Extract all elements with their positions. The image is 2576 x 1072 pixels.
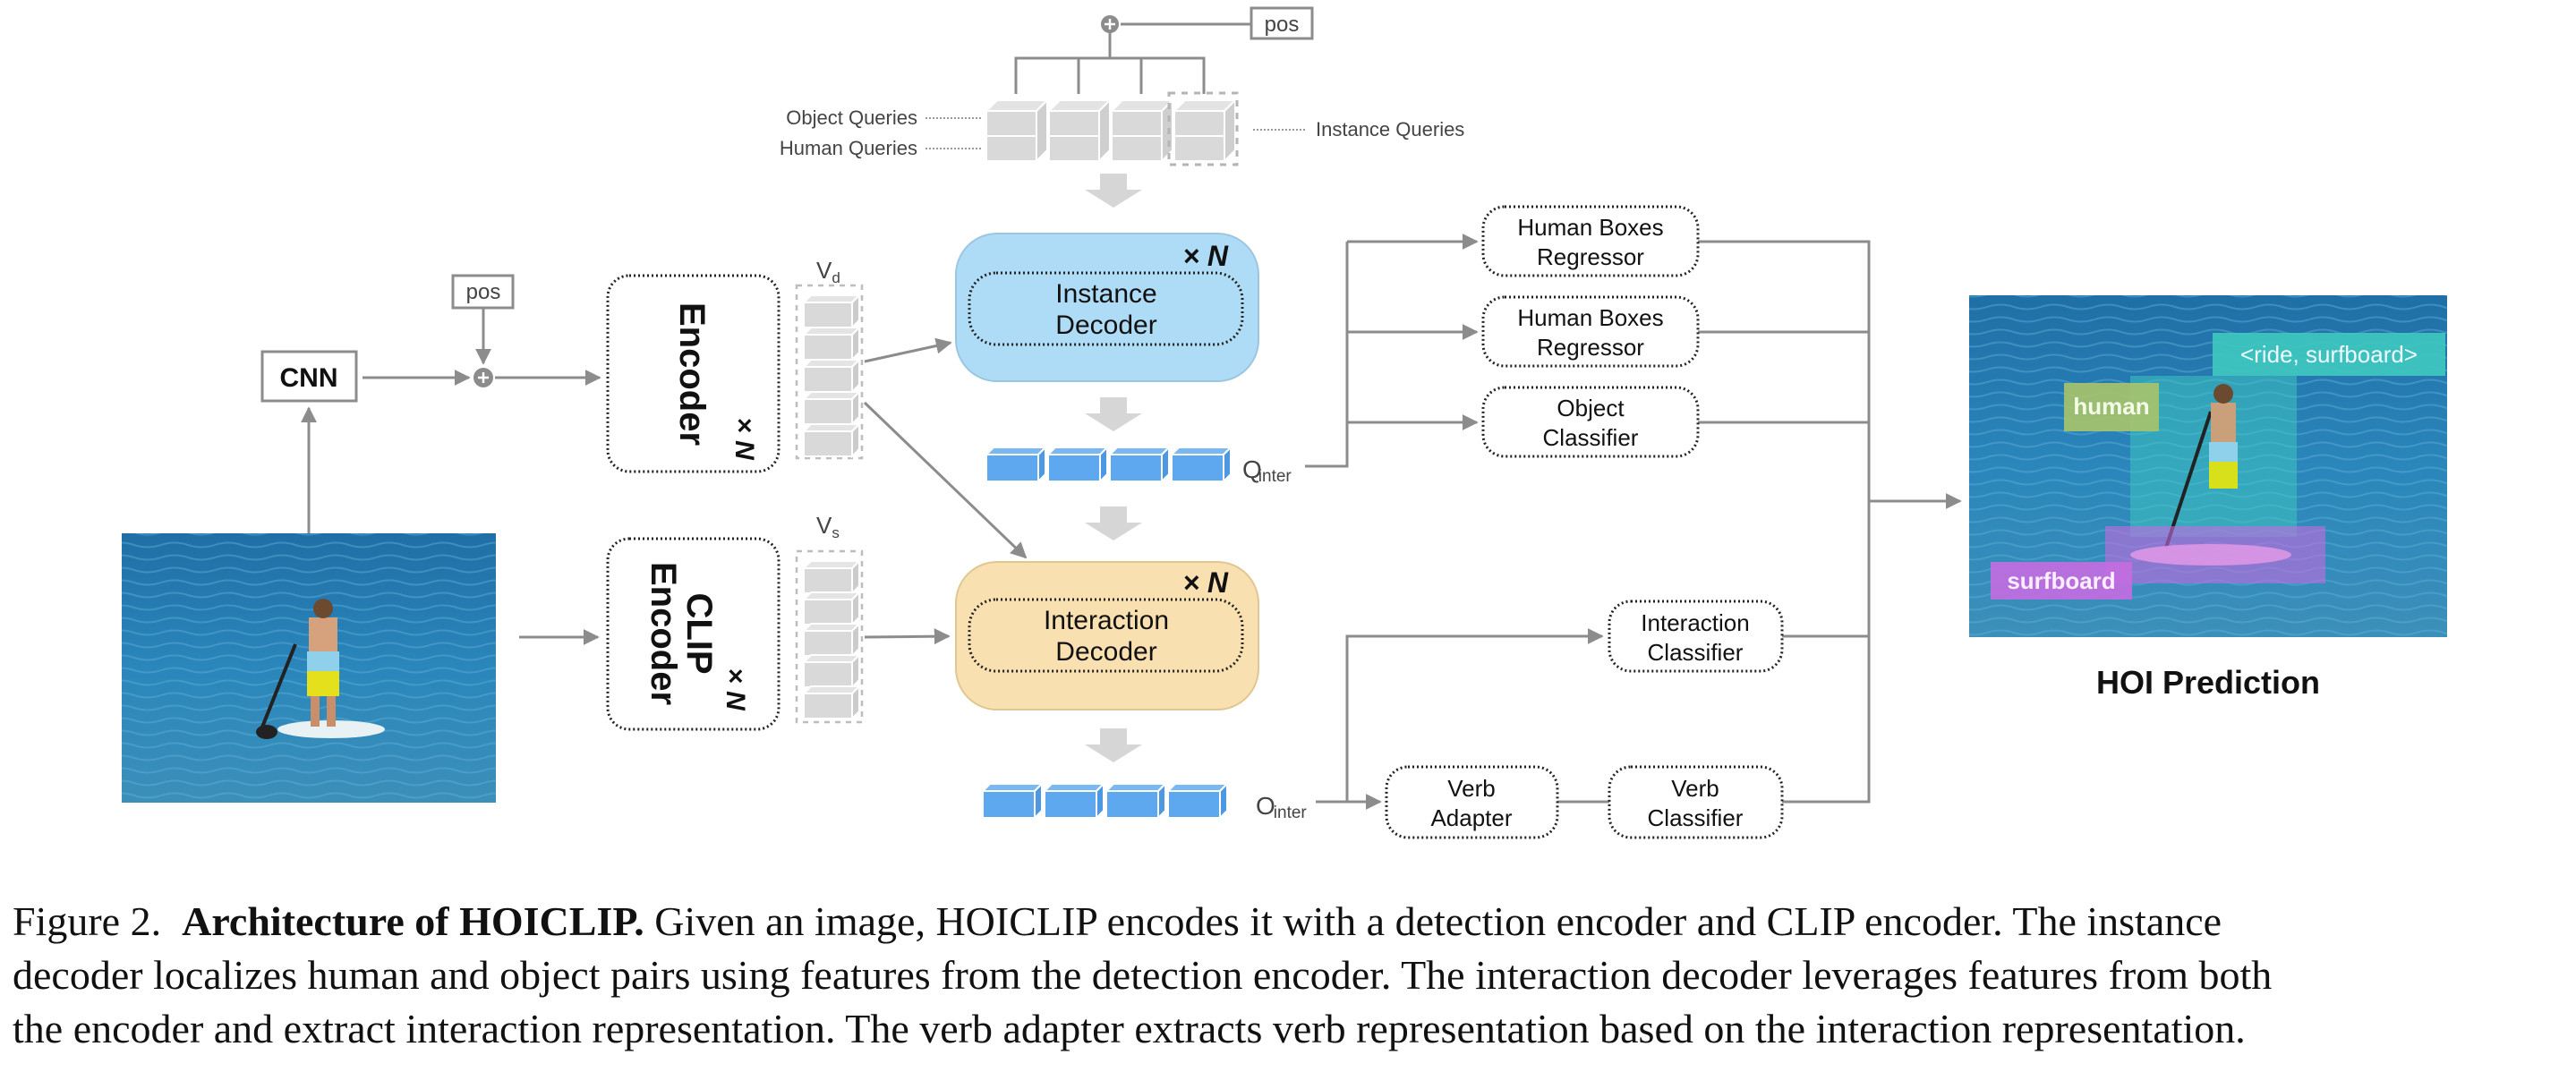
object-label-bg (1991, 562, 2132, 600)
query-cube (1048, 99, 1111, 162)
head-label: Classifier (1543, 424, 1639, 451)
figure-caption: Figure 2. Architecture of HOICLIP. Given… (13, 895, 2572, 1056)
instance-decoder-repeat-label: × N (1182, 240, 1229, 272)
head-verb-adapter: Verb Adapter (1385, 765, 1559, 839)
caption-line-2: decoder localizes human and object pairs… (13, 952, 2273, 998)
vs-label: Vs (816, 512, 840, 541)
caption-prefix: Figure 2. (13, 898, 162, 944)
top-pos-label: pos (1265, 13, 1300, 37)
head-label: Verb (1447, 775, 1496, 802)
query-cube (1111, 99, 1173, 162)
head-label: Classifier (1648, 639, 1744, 666)
interaction-label-bg (2213, 333, 2445, 376)
hoi-prediction-image: <ride, surfboard> human surfboard (1969, 295, 2447, 637)
input-image (122, 533, 496, 803)
instance-queries-bracket (1167, 91, 1239, 166)
human-label: human (2073, 393, 2149, 420)
instance-decoder-label-2: Decoder (1055, 311, 1156, 340)
query-cube (1173, 99, 1236, 162)
head-label: Regressor (1537, 334, 1644, 361)
head-label: Object (1557, 395, 1625, 421)
interaction-decoder-block: × N Interaction Decoder (955, 561, 1259, 710)
clip-encoder-repeat-label: × N (721, 668, 750, 711)
head-human-boxes-regressor-1: Human Boxes Regressor (1481, 205, 1700, 277)
caption-title: Architecture of HOICLIP. (182, 898, 644, 944)
caption-line-3: the encoder and extract interaction repr… (13, 1006, 2246, 1051)
head-interaction-classifier: Interaction Classifier (1608, 600, 1784, 673)
interaction-label: <ride, surfboard> (2240, 341, 2418, 368)
down-arrow-icon (1085, 728, 1142, 762)
instance-decoder-label-1: Instance (1055, 279, 1156, 309)
encoder-repeat-label: × N (729, 417, 759, 461)
top-add-icon (1101, 15, 1119, 33)
cnn-label: CNN (280, 363, 338, 393)
head-label: Interaction (1641, 609, 1749, 636)
q-inter-label: Qinter (1242, 455, 1292, 486)
instance-decoder-block: × N Instance Decoder (955, 233, 1259, 382)
head-label: Adapter (1430, 804, 1512, 831)
head-label: Human Boxes (1517, 304, 1663, 331)
head-label: Verb (1671, 775, 1719, 802)
head-object-classifier: Object Classifier (1481, 386, 1700, 458)
query-cube (985, 99, 1048, 162)
interaction-decoder-label-2: Decoder (1055, 637, 1156, 667)
vd-label: Vd (816, 257, 840, 286)
encoder-label: Encoder (672, 302, 712, 446)
pos-box (451, 274, 515, 310)
head-label: Regressor (1537, 243, 1644, 270)
head-human-boxes-regressor-2: Human Boxes Regressor (1481, 295, 1700, 368)
object-label: surfboard (2007, 567, 2115, 594)
add-icon (473, 368, 493, 387)
head-label: Classifier (1648, 804, 1744, 831)
architecture-diagram: pos Object Queries Human Queries Instanc… (122, 6, 2447, 839)
cnn-box (260, 350, 358, 403)
caption-line-1: Figure 2. Architecture of HOICLIP. Given… (13, 895, 2572, 949)
detection-features: Vd (795, 257, 864, 460)
head-connectors (1305, 234, 1962, 810)
interaction-decoder-repeat-label: × N (1182, 566, 1229, 599)
head-label: Human Boxes (1517, 214, 1663, 241)
o-inter-features: Ointer (982, 783, 1307, 822)
clip-features: Vs (795, 512, 864, 724)
clip-encoder-label-2: Encoder (644, 562, 683, 705)
object-queries-label: Object Queries (786, 106, 917, 129)
flow-arrows (1085, 174, 1142, 762)
human-queries-label: Human Queries (780, 137, 917, 159)
clip-encoder-label-1: CLIP (679, 592, 719, 674)
query-block: pos Object Queries Human Queries Instanc… (780, 6, 1464, 166)
caption-line-1-text: Given an image, HOICLIP encodes it with … (654, 898, 2222, 944)
q-inter-features: Qinter (985, 447, 1292, 486)
instance-queries-label: Instance Queries (1316, 118, 1464, 140)
pos-label: pos (466, 280, 501, 304)
clip-encoder-block: CLIP Encoder × N (606, 537, 780, 731)
hoi-prediction-title: HOI Prediction (2095, 664, 2321, 701)
down-arrow-icon (1085, 506, 1142, 540)
encoder-block: Encoder × N (606, 274, 780, 473)
down-arrow-icon (1085, 174, 1142, 208)
human-label-bg (2064, 383, 2159, 431)
interaction-decoder-label-1: Interaction (1044, 606, 1169, 635)
o-inter-label: Ointer (1256, 792, 1307, 822)
down-arrow-icon (1085, 397, 1142, 431)
head-verb-classifier: Verb Classifier (1608, 765, 1784, 839)
